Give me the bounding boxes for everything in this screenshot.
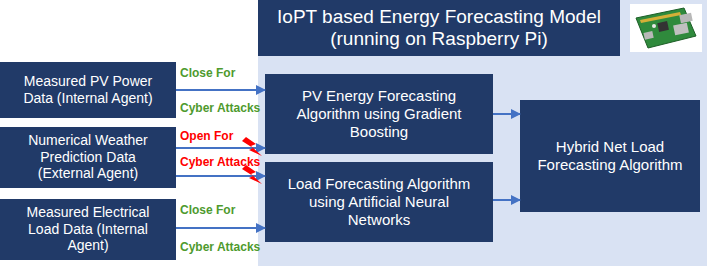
attack-status-label: Cyber Attacks bbox=[180, 240, 260, 254]
raspberry-pi-picture bbox=[630, 4, 702, 52]
data-flow-arrow bbox=[493, 113, 520, 115]
box-label: Numerical Weather Prediction Data (Exter… bbox=[13, 132, 163, 182]
process-box: PV Energy Forecasting Algorithm using Gr… bbox=[265, 74, 493, 154]
data-flow-arrow bbox=[493, 199, 520, 201]
process-box: Load Forecasting Algorithm using Artific… bbox=[265, 162, 493, 242]
attack-status-label: Open For bbox=[180, 129, 233, 143]
data-flow-arrow bbox=[176, 89, 265, 91]
data-flow-arrow bbox=[176, 227, 265, 229]
attack-status-label: Cyber Attacks bbox=[180, 155, 260, 169]
model-panel: IoPT based Energy Forecasting Model (run… bbox=[258, 0, 707, 266]
attack-status-label: Cyber Attacks bbox=[180, 101, 260, 115]
box-label: PV Energy Forecasting Algorithm using Gr… bbox=[279, 87, 479, 141]
process-box: Measured Electrical Load Data (Internal … bbox=[0, 199, 176, 260]
box-label: Measured Electrical Load Data (Internal … bbox=[13, 204, 163, 254]
attack-status-label: Close For bbox=[180, 203, 235, 217]
box-label: Measured PV Power Data (Internal Agent) bbox=[13, 73, 163, 107]
panel-title: IoPT based Energy Forecasting Model (run… bbox=[258, 0, 620, 56]
process-box: Measured PV Power Data (Internal Agent) bbox=[0, 62, 176, 118]
attack-status-label: Close For bbox=[180, 66, 235, 80]
process-box: Numerical Weather Prediction Data (Exter… bbox=[0, 127, 176, 188]
box-label: Load Forecasting Algorithm using Artific… bbox=[279, 175, 479, 229]
box-label: Hybrid Net Load Forecasting Algorithm bbox=[528, 138, 693, 174]
process-box: Hybrid Net Load Forecasting Algorithm bbox=[520, 100, 700, 212]
